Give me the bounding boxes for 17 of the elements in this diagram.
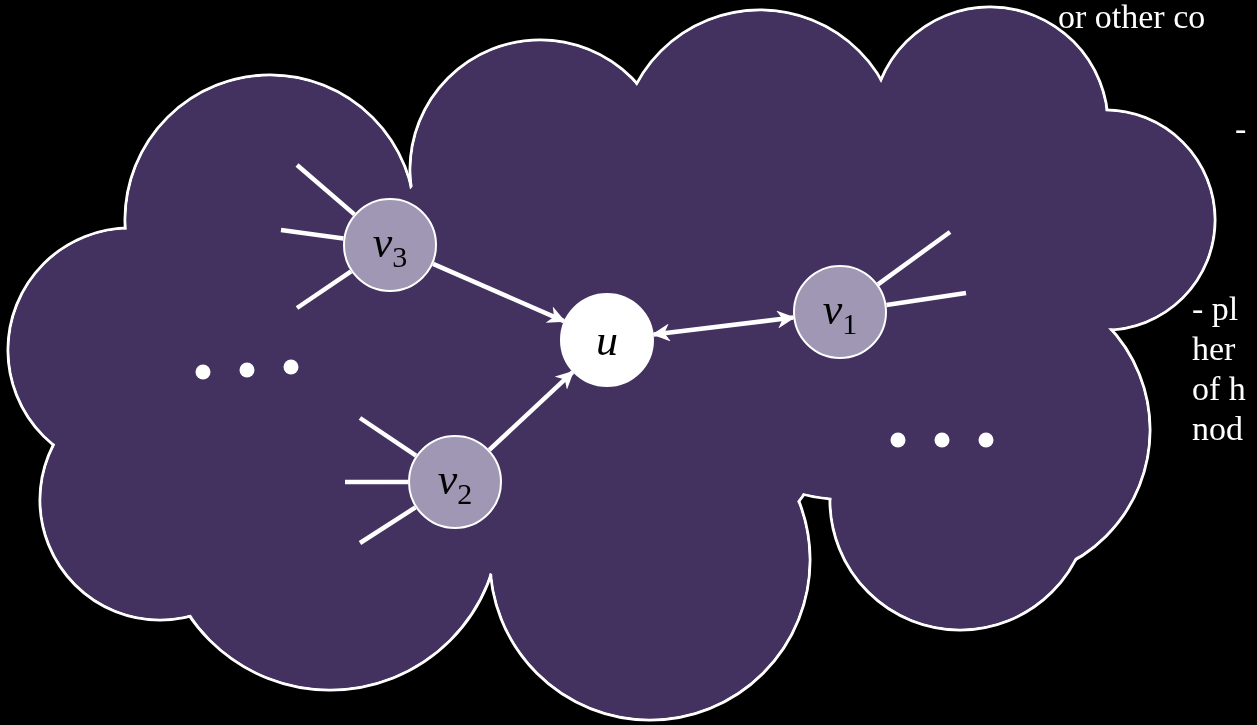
- text-fragment: of h: [1192, 372, 1246, 406]
- arrow: [651, 310, 796, 342]
- edge-line: [295, 269, 353, 310]
- edge-line: [886, 290, 967, 308]
- text-fragment: nod: [1192, 412, 1243, 446]
- text-fragment: -: [1235, 112, 1247, 146]
- arrow: [487, 370, 575, 452]
- edge-line: [280, 227, 344, 241]
- text-fragment: or other co: [1058, 0, 1206, 34]
- edge-line: [295, 163, 356, 217]
- text-fragment: her: [1192, 332, 1236, 366]
- edge-line: [358, 416, 418, 458]
- edge-line: [345, 479, 408, 485]
- arrow: [432, 261, 566, 324]
- edge-line: [876, 230, 952, 287]
- text-fragment: - pl: [1192, 292, 1239, 326]
- edge-line: [358, 505, 417, 545]
